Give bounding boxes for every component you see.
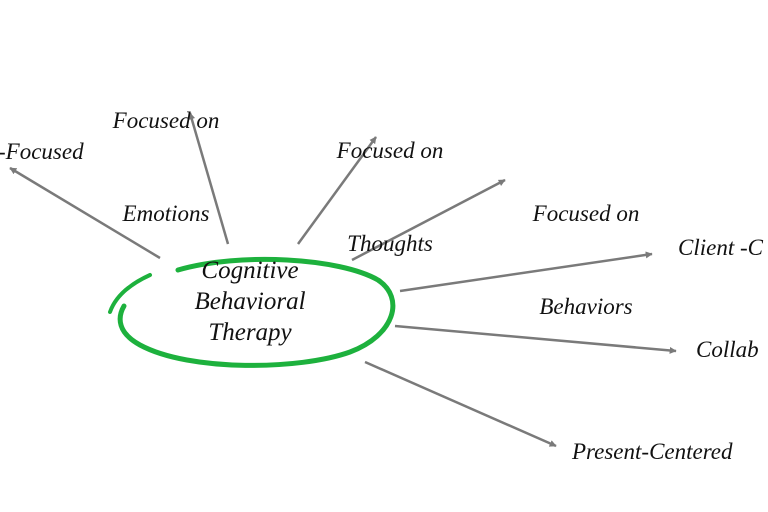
center-line-2: Behavioral (194, 288, 306, 315)
arrow-thoughts (296, 136, 378, 245)
branch-client-centered: Client -C (678, 235, 763, 260)
arrow-client (399, 251, 653, 293)
branch-thoughts-line-1: Focused on (336, 138, 444, 163)
branch-behaviors-line-2: Behaviors (539, 294, 633, 319)
arrow-present (364, 360, 557, 448)
center-ring (108, 256, 396, 368)
arrow-collab (394, 324, 677, 354)
branch-present-centered: Present-Centered (572, 439, 733, 464)
arrow-behaviors (351, 178, 506, 262)
branch-emotions-line-1: Focused on (112, 108, 220, 133)
branch-thoughts: Focused on Thoughts (320, 73, 460, 321)
branch-collaborative: Collab (696, 337, 759, 362)
branch-emotions: Focused on Emotions (96, 43, 236, 291)
arrow-solution (9, 166, 161, 260)
center-node: Cognitive Behavioral Therapy (150, 255, 350, 348)
branch-emotions-line-2: Emotions (122, 201, 210, 226)
branch-solution-focused: -Focused (0, 139, 84, 164)
branch-behaviors: Focused on Behaviors (516, 136, 656, 384)
branch-behaviors-line-1: Focused on (532, 201, 640, 226)
center-line-1: Cognitive (201, 257, 299, 284)
arrow-emotions (188, 112, 230, 245)
center-line-3: Therapy (208, 319, 292, 346)
branch-thoughts-line-2: Thoughts (347, 231, 433, 256)
